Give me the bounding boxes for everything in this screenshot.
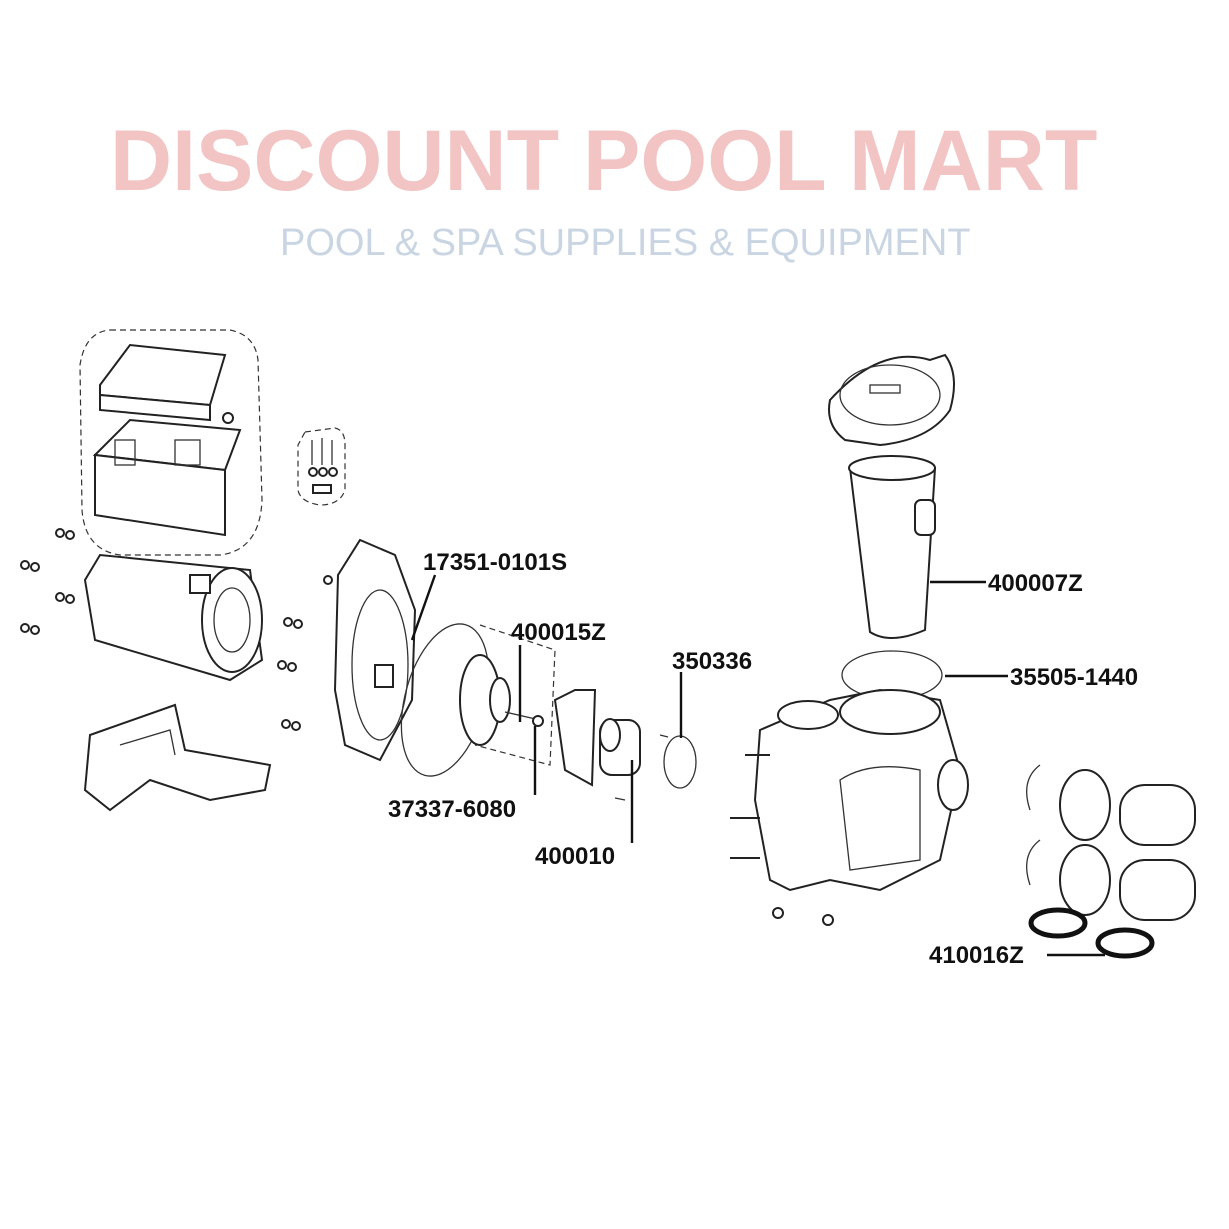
impeller-assembly xyxy=(400,623,556,777)
strainer-basket xyxy=(848,455,937,639)
motor-bolts xyxy=(20,528,333,731)
label-37337-6080: 37337-6080 xyxy=(388,796,516,823)
motor-base xyxy=(83,703,272,812)
label-400010: 400010 xyxy=(535,843,615,870)
label-35505-1440: 35505-1440 xyxy=(1010,664,1138,691)
union-fittings xyxy=(1026,764,1196,959)
drive-control-box xyxy=(79,329,263,556)
union-o-ring xyxy=(1095,927,1155,959)
label-400007Z: 400007Z xyxy=(988,570,1083,597)
hardware-kit xyxy=(297,427,346,506)
motor xyxy=(20,528,333,731)
leader-lines xyxy=(410,574,1105,957)
pump-housing xyxy=(730,688,969,926)
label-410016Z: 410016Z xyxy=(929,942,1024,969)
watermark-brand: DISCOUNT POOL MART xyxy=(110,113,1097,209)
label-400015Z: 400015Z xyxy=(511,619,606,646)
diffuser xyxy=(553,689,669,801)
watermark-logo: DISCOUNT POOL MART POOL & SPA SUPPLIES &… xyxy=(110,113,1097,264)
label-350336: 350336 xyxy=(672,648,752,675)
strainer-lid xyxy=(828,353,955,447)
union-o-ring xyxy=(1028,907,1088,939)
label-17351-0101S: 17351-0101S xyxy=(423,549,567,576)
seal-plate xyxy=(333,538,417,762)
watermark-tagline: POOL & SPA SUPPLIES & EQUIPMENT xyxy=(280,222,971,264)
diffuser-o-ring xyxy=(663,735,697,789)
